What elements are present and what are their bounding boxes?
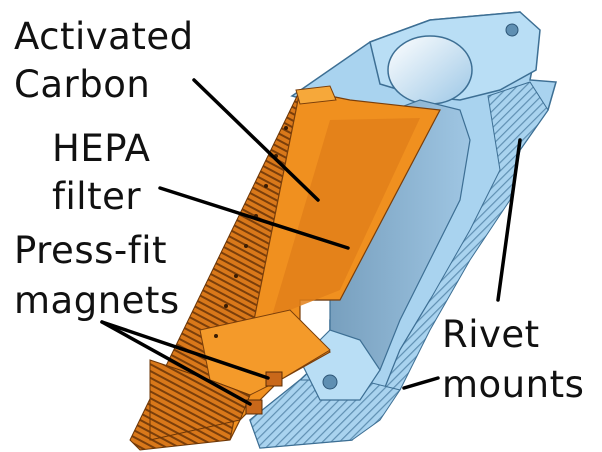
label-hepa: HEPA (52, 127, 151, 170)
leader-magnets-lower (100, 320, 252, 406)
label-mounts: mounts (442, 363, 585, 406)
leader-lines (100, 78, 522, 406)
label-rivet: Rivet (442, 313, 540, 356)
leader-hepa-filter (158, 186, 350, 250)
label-filter: filter (52, 175, 142, 218)
filter-inner-face (250, 118, 420, 390)
rivet-hole-top (505, 23, 519, 37)
leader-activated-carbon (192, 78, 320, 202)
filter-top-lip (295, 85, 337, 105)
label-magnets: magnets (14, 279, 180, 322)
label-activated: Activated (14, 15, 194, 58)
leader-rivet-upper (496, 138, 522, 302)
right-wall-section (379, 81, 549, 402)
funnel-opening (387, 35, 473, 105)
label-press-fit: Press-fit (14, 229, 168, 272)
label-carbon: Carbon (14, 63, 151, 106)
rivet-hole-bottom (322, 374, 338, 390)
leader-magnets-upper (100, 320, 270, 380)
leader-rivet-lower (402, 376, 440, 390)
